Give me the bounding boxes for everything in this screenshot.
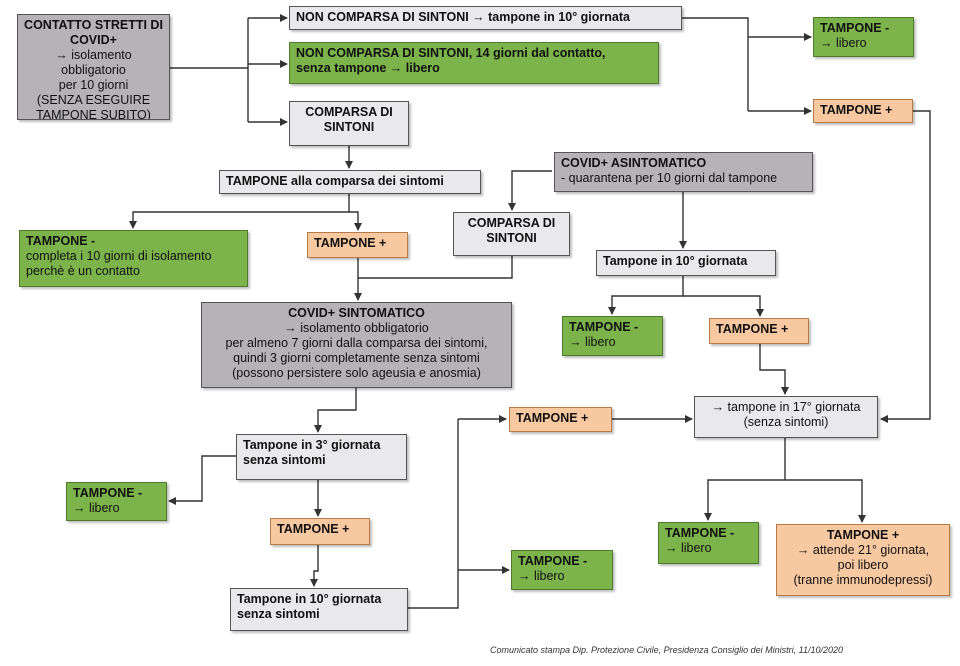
box-tampone-neg-completa: TAMPONE - completa i 10 giorni di isolam…: [19, 230, 248, 287]
box-tampone-17: → tampone in 17° giornata (senza sintomi…: [694, 396, 878, 438]
box-covid-sintomatico: COVID+ SINTOMATICO → isolamento obbligat…: [201, 302, 512, 388]
box-comparsa-sintoni-2: COMPARSA DI SINTONI: [453, 212, 570, 256]
box-tampone-neg-top: TAMPONE - → libero: [813, 17, 914, 57]
tampone-neg-top-title: TAMPONE -: [820, 21, 890, 35]
arrow-17-to-pos: [785, 479, 866, 523]
box-tampone-neg-17: TAMPONE - → libero: [658, 522, 759, 564]
box-non-comparsa-14: NON COMPARSA DI SINTONI, 14 giorni dal c…: [289, 42, 659, 84]
comparsa-1-line-1: COMPARSA DI: [305, 105, 393, 119]
box-tampone-pos-3: TAMPONE +: [270, 518, 370, 545]
arrow-t10-to-pos: [683, 295, 764, 317]
tampone-3-line-1: Tampone in 3° giornata: [243, 438, 381, 452]
box-tampone-neg-3: TAMPONE - → libero: [66, 482, 167, 521]
connector-pos-top-to-17: [880, 110, 931, 423]
covid-sinto-line-4: (possono persistere solo ageusia e anosm…: [232, 366, 481, 380]
covid-asinto-title: COVID+ ASINTOMATICO: [561, 156, 707, 170]
tampone-pos-17-line-2: poi libero: [837, 558, 889, 572]
arrow-sinto-to-t3: [314, 388, 357, 433]
tampone-pos-17-title: TAMPONE +: [826, 528, 900, 542]
contatto-line-2: per 10 giorni: [58, 78, 129, 92]
box-tampone-neg-asinto: TAMPONE - → libero: [562, 316, 663, 356]
arrow-pos-asinto-to-17: [759, 344, 789, 395]
tampone-pos-17-line-3: (tranne immunodepressi): [793, 573, 933, 587]
connector-tc-split: [129, 194, 350, 229]
box-tampone-comparsa: TAMPONE alla comparsa dei sintomi: [219, 170, 481, 194]
contatto-line-4: TAMPONE SUBITO): [36, 108, 151, 120]
tampone-comparsa-rest: alla comparsa dei sintomi: [287, 174, 444, 188]
tampone-pos-asinto-title: TAMPONE +: [716, 322, 789, 336]
box-tampone-neg-10: TAMPONE - → libero: [511, 550, 613, 590]
contatto-title: CONTATTO STRETTI DI COVID+: [24, 18, 163, 47]
arrow-to-tampone-pos-mid: [349, 211, 362, 231]
connector-nc10-right: [682, 17, 749, 111]
non-comparsa-10-rest: → tampone in 10° giornata: [468, 10, 630, 24]
comparsa-2-line-1: COMPARSA DI: [467, 216, 556, 230]
tampone-pos-mid-title: TAMPONE +: [314, 236, 387, 250]
box-contatto-stretti: CONTATTO STRETTI DI COVID+ → isolamento …: [17, 14, 170, 120]
tampone-17-line-2: (senza sintomi): [743, 415, 829, 429]
box-tampone-pos-top: TAMPONE +: [813, 99, 913, 123]
tampone-pos-right-title: TAMPONE +: [516, 411, 589, 425]
tampone-pos-3-title: TAMPONE +: [277, 522, 350, 536]
tampone-neg-10-line: → libero: [518, 569, 565, 583]
connector-t10-split: [608, 276, 684, 315]
box-tampone-10-sinto: Tampone in 10° giornata senza sintomi: [230, 588, 408, 631]
tampone-neg-asinto-title: TAMPONE -: [569, 320, 639, 334]
covid-asinto-line: - quarantena per 10 giorni dal tampone: [561, 171, 778, 185]
box-tampone-3: Tampone in 3° giornata senza sintomi: [236, 434, 407, 480]
tampone-3-line-2: senza sintomi: [243, 453, 326, 467]
tampone-10-sinto-line-1: Tampone in 10° giornata: [237, 592, 382, 606]
comparsa-2-line-2: SINTONI: [486, 231, 537, 245]
tampone-neg-asinto-line: → libero: [569, 335, 616, 349]
box-tampone-pos-right: TAMPONE +: [509, 407, 612, 432]
box-tampone-pos-asinto: TAMPONE +: [709, 318, 809, 344]
box-tampone-pos-17: TAMPONE + → attende 21° giornata, poi li…: [776, 524, 950, 596]
arrow-pos3-to-t10: [310, 545, 319, 587]
contatto-line-3: (SENZA ESEGUIRE: [36, 93, 151, 107]
tampone-pos-top-title: TAMPONE +: [820, 103, 893, 117]
box-tampone-10-asinto: Tampone in 10° giornata: [596, 250, 776, 276]
tampone-comparsa-bold: TAMPONE: [226, 174, 288, 188]
covid-sinto-line-1: → isolamento obbligatorio: [284, 321, 429, 335]
covid-sinto-line-2: per almeno 7 giorni dalla comparsa dei s…: [225, 336, 488, 350]
contatto-line-1: → isolamento obbligatorio: [55, 48, 132, 77]
covid-sinto-title: COVID+ SINTOMATICO: [288, 306, 425, 320]
tampone-neg-17-title: TAMPONE -: [665, 526, 735, 540]
non-comparsa-14-line-2: senza tampone → libero: [296, 61, 440, 75]
covid-sinto-line-3: quindi 3 giorni completamente senza sint…: [233, 351, 480, 365]
tampone-10-sinto-line-2: senza sintomi: [237, 607, 320, 621]
connector-asinto-to-comparsa: [508, 170, 552, 211]
footer-source: Comunicato stampa Dip. Protezione Civile…: [490, 645, 844, 655]
tampone-neg-10-title: TAMPONE -: [518, 554, 588, 568]
box-covid-asintomatico: COVID+ ASINTOMATICO - quarantena per 10 …: [554, 152, 813, 192]
connector-t10sinto-split: [408, 419, 459, 609]
tampone-neg-3-line: → libero: [73, 501, 120, 515]
comparsa-1-line-2: SINTONI: [323, 120, 375, 134]
tampone-neg-completa-title: TAMPONE -: [26, 234, 96, 248]
tampone-neg-top-line: → libero: [820, 36, 867, 50]
tampone-neg-completa-line-1: completa i 10 giorni di isolamento: [26, 249, 212, 263]
box-comparsa-sintoni-1: COMPARSA DI SINTONI: [289, 101, 409, 146]
tampone-neg-17-line: → libero: [665, 541, 712, 555]
tampone-17-line-1: → tampone in 17° giornata: [711, 400, 861, 414]
connector-17-split: [704, 438, 786, 521]
arrow-t3-to-neg: [168, 455, 236, 505]
non-comparsa-14-line-1: NON COMPARSA DI SINTONI, 14 giorni dal c…: [296, 46, 606, 60]
tampone-10-asinto-line: Tampone in 10° giornata: [603, 254, 748, 268]
connector-comparsa2-to-sinto: [358, 256, 513, 279]
tampone-neg-3-title: TAMPONE -: [73, 486, 143, 500]
tampone-neg-completa-line-2: perchè è un contatto: [26, 264, 140, 278]
box-tampone-pos-mid: TAMPONE +: [307, 232, 408, 258]
non-comparsa-10-bold: NON COMPARSA DI SINTONI: [296, 10, 469, 24]
tampone-pos-17-line-1: → attende 21° giornata,: [796, 543, 930, 557]
box-non-comparsa-10: NON COMPARSA DI SINTONI → tampone in 10°…: [289, 6, 682, 30]
